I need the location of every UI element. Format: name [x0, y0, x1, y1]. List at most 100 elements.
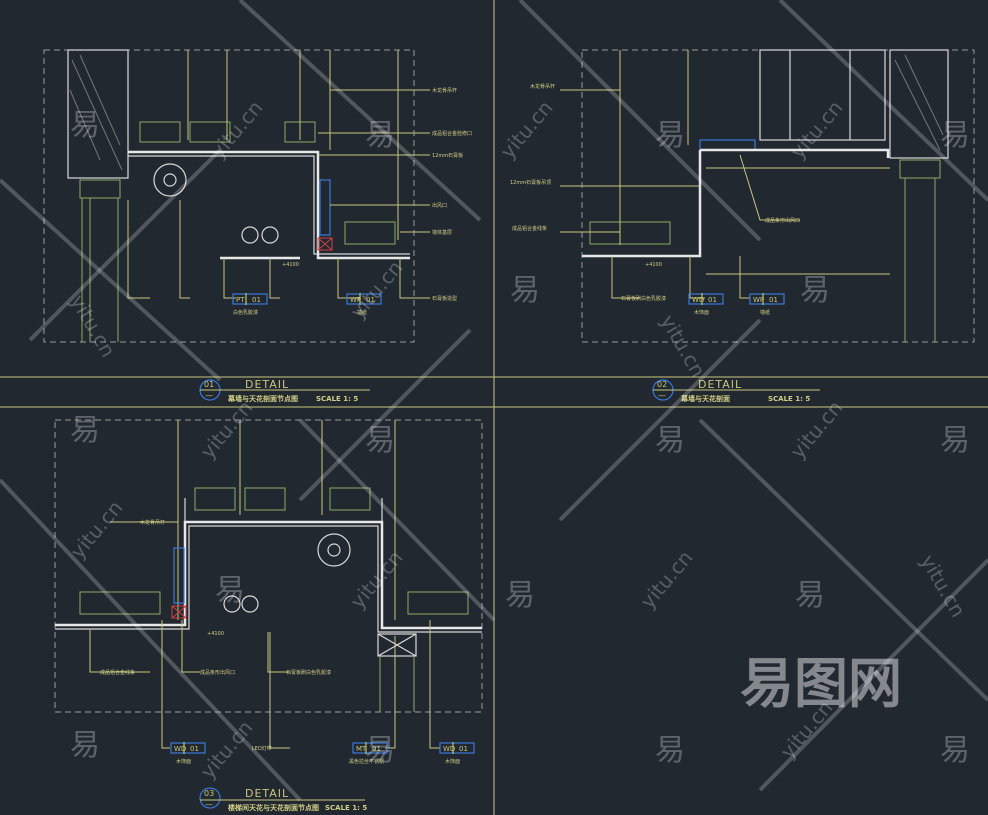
watermark-site: yitu.cn	[785, 396, 847, 463]
details-1-tags-0-num: 01	[708, 296, 717, 304]
watermark-glyph: 易	[70, 728, 100, 763]
details-0-number: 01	[204, 380, 214, 389]
svg-text:石膏板造型: 石膏板造型	[432, 295, 457, 302]
svg-text:木龙骨吊杆: 木龙骨吊杆	[530, 83, 555, 90]
details-1-title: 幕墙与天花剖面	[680, 394, 730, 403]
watermark-site: yitu.cn	[65, 496, 127, 563]
material-label: 黑色拉丝不锈钢	[349, 758, 384, 765]
svg-text:成品铝合金检修口: 成品铝合金检修口	[432, 130, 472, 137]
watermark-glyph: 易	[940, 118, 970, 153]
tag-wp-01[interactable]: WP 01 墙纸	[749, 293, 785, 316]
details-1-heading: DETAIL	[698, 378, 742, 391]
ceiling-section	[128, 150, 410, 260]
details-2-tags-0-code: WD	[174, 745, 186, 753]
details-0-tags-0-code: PT	[236, 296, 245, 304]
details-0-title: 幕墙与天花剖面节点图	[227, 394, 298, 403]
level-mark: +4100	[645, 262, 662, 268]
details-0-tags-1-num: 01	[366, 296, 375, 304]
svg-text:—: —	[205, 800, 213, 809]
watermark-glyph: 易	[215, 573, 245, 608]
details-2-tags-2-num: 01	[459, 745, 468, 753]
tag-wd-01[interactable]: WD 01 木饰面	[170, 742, 206, 765]
detail-03: 木龙骨吊杆成品铝合金线条成品条形出风口石膏板刷白色乳胶漆LED灯带 +4100 …	[54, 419, 483, 812]
svg-text:木龙骨吊杆: 木龙骨吊杆	[140, 519, 165, 526]
svg-text:12mm石膏板吊顶: 12mm石膏板吊顶	[510, 179, 551, 186]
watermark-site: yitu.cn	[495, 96, 557, 163]
watermark-glyph: 易	[940, 733, 970, 768]
svg-text:石膏板刷白色乳胶漆: 石膏板刷白色乳胶漆	[621, 295, 666, 302]
watermark-glyph: 易	[70, 108, 100, 143]
details-2-scale: SCALE 1: 5	[325, 804, 367, 812]
svg-text:—: —	[658, 391, 666, 400]
svg-text:成品条形出风口: 成品条形出风口	[765, 217, 800, 224]
material-label: 墙纸	[357, 309, 367, 316]
details-2-title: 楼梯间天花与天花剖面节点图	[228, 803, 319, 812]
svg-text:出风口: 出风口	[432, 202, 447, 209]
tag-wd-01[interactable]: WD 01 木饰面	[439, 742, 475, 765]
details-2-tags-1-code: MT	[356, 745, 367, 753]
watermark-glyph: 易	[940, 423, 970, 458]
ceiling-section	[582, 150, 702, 258]
svg-text:成品条形出风口: 成品条形出风口	[200, 669, 235, 676]
level-mark: +4100	[207, 631, 224, 637]
tag-wd-01[interactable]: WD 01 木饰面	[688, 293, 724, 316]
svg-text:墙体基层: 墙体基层	[432, 229, 452, 236]
details-2-tags-2-code: WD	[443, 745, 455, 753]
concrete-wall	[889, 49, 949, 159]
air-vent-icon	[699, 139, 756, 151]
watermark-glyph: 易	[365, 118, 395, 153]
svg-text:LED灯带: LED灯带	[252, 745, 272, 752]
watermark-site: yitu.cn	[635, 546, 697, 613]
detail-03-title-block: 03— DETAIL 楼梯间天花与天花剖面节点图 SCALE 1: 5	[199, 787, 367, 812]
detail-01-title-block: 01 — DETAIL 幕墙与天花剖面节点图 SCALE 1: 5	[199, 378, 370, 403]
material-label: 木饰面	[176, 758, 191, 765]
details-1-tags-0-code: WD	[692, 296, 704, 304]
watermark-glyph: 易	[365, 423, 395, 458]
level-mark: +4100	[282, 262, 299, 268]
details-0-tags-1-code: WP	[350, 296, 361, 304]
svg-text:成品铝合金线条: 成品铝合金线条	[512, 225, 547, 232]
tag-pt-01[interactable]: PT 01 白色乳胶漆	[232, 293, 268, 316]
watermark-site: yitu.cn	[66, 291, 121, 362]
svg-text:成品铝合金线条: 成品铝合金线条	[100, 669, 135, 676]
watermark-site: yitu.cn	[345, 256, 407, 323]
watermark-glyph: 易	[795, 578, 825, 613]
watermark-site: yitu.cn	[345, 546, 407, 613]
watermark-site: yitu.cn	[785, 96, 847, 163]
watermark-glyph: 易	[655, 733, 685, 768]
material-label: 木饰面	[694, 309, 709, 316]
fan-coil-icon	[317, 533, 351, 567]
brand-watermark: 易图网	[740, 652, 902, 715]
watermark-glyph: 易	[365, 733, 395, 768]
details-2-number: 03	[204, 789, 214, 798]
detail-01-boundary	[43, 49, 415, 343]
material-label: 木饰面	[445, 758, 460, 765]
svg-text:石膏板刷白色乳胶漆: 石膏板刷白色乳胶漆	[286, 669, 331, 676]
details-1-tags-1-num: 01	[769, 296, 778, 304]
details-1-tags-1-code: WP	[753, 296, 764, 304]
watermark-site: yitu.cn	[656, 311, 711, 382]
svg-text:—: —	[205, 391, 213, 400]
detail-02-title-block: 02— DETAIL 幕墙与天花剖面 SCALE 1: 5	[652, 378, 820, 403]
details-0-heading: DETAIL	[245, 378, 289, 391]
watermark-site: yitu.cn	[195, 396, 257, 463]
tag-mt-01[interactable]: MT 01 黑色拉丝不锈钢	[349, 742, 388, 765]
watermark-glyph: 易	[505, 578, 535, 613]
details-0-tags-0-num: 01	[252, 296, 261, 304]
details-0-scale: SCALE 1: 5	[316, 395, 358, 403]
details-2-tags-1-num: 01	[372, 745, 381, 753]
watermark-glyph: 易	[70, 413, 100, 448]
tag-wp-01[interactable]: WP 01 墙纸	[346, 293, 382, 316]
material-label: 白色乳胶漆	[233, 309, 258, 316]
details-2-tags-0-num: 01	[190, 745, 199, 753]
material-label: 墙纸	[760, 309, 770, 316]
watermark-glyph: 易	[510, 273, 540, 308]
concrete-wall	[67, 49, 129, 179]
watermark-glyph: 易	[655, 118, 685, 153]
svg-text:12mm石膏板: 12mm石膏板	[432, 152, 463, 159]
watermark-glyph: 易	[655, 423, 685, 458]
svg-text:木龙骨吊杆: 木龙骨吊杆	[432, 87, 457, 94]
